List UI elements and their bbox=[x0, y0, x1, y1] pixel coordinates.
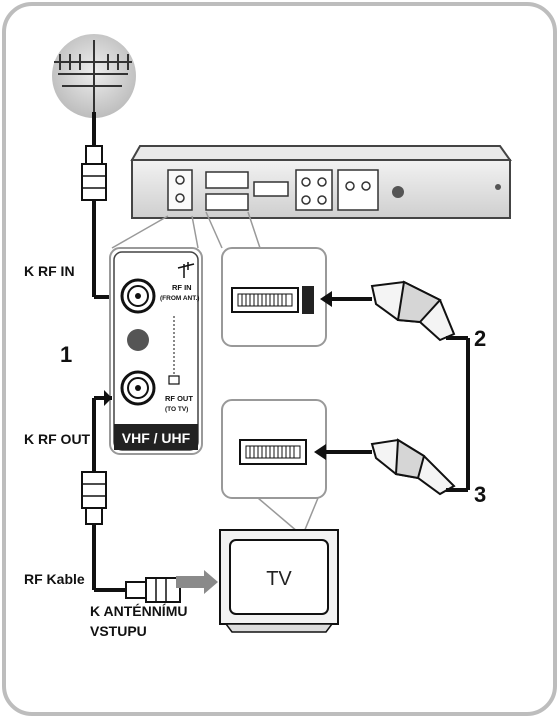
grey-direction-arrow bbox=[176, 570, 218, 594]
tv-set-icon bbox=[219, 529, 339, 633]
scart-device-callout bbox=[221, 247, 327, 347]
device-rear-panel bbox=[130, 145, 512, 219]
rf-out-port-label: RF OUT bbox=[165, 394, 193, 403]
rf-out-plug-icon bbox=[81, 471, 107, 525]
scart-plug-bottom-icon bbox=[370, 438, 456, 496]
scart-arrow-top bbox=[320, 291, 372, 307]
rf-out-arrow bbox=[104, 390, 112, 406]
scart-tv-callout bbox=[221, 399, 327, 499]
rf-out-port-sublabel: (TO TV) bbox=[165, 406, 188, 413]
step-2-label: 2 bbox=[474, 326, 486, 351]
tv-plug-icon bbox=[125, 577, 181, 603]
rf-out-cable bbox=[92, 396, 126, 592]
scart-arrow-bottom bbox=[314, 444, 372, 460]
rf-in-port-label: RF IN bbox=[172, 283, 192, 292]
callout-lines bbox=[111, 211, 319, 533]
antenna-plug-icon bbox=[81, 145, 107, 201]
tv-label: TV bbox=[266, 568, 292, 590]
band-label: VHF / UHF bbox=[122, 430, 191, 446]
antenna-icon bbox=[52, 34, 136, 118]
step-3-label: 3 bbox=[474, 482, 486, 507]
rf-out-label: K RF OUT bbox=[24, 431, 91, 447]
rf-panel-callout bbox=[109, 247, 203, 455]
scart-plug-top-icon bbox=[370, 280, 456, 342]
antenna-input-label-line2: VSTUPU bbox=[90, 623, 147, 639]
rf-panel-antenna-icon bbox=[177, 262, 195, 278]
scart-cable bbox=[446, 336, 470, 492]
antenna-input-label-line1: K ANTÉNNÍMU bbox=[90, 603, 187, 619]
step-1-label: 1 bbox=[60, 342, 72, 367]
rf-cable-label: RF Kable bbox=[24, 571, 85, 587]
rf-in-label: K RF IN bbox=[24, 263, 75, 279]
rf-in-port-sublabel: (FROM ANT.) bbox=[160, 295, 199, 302]
